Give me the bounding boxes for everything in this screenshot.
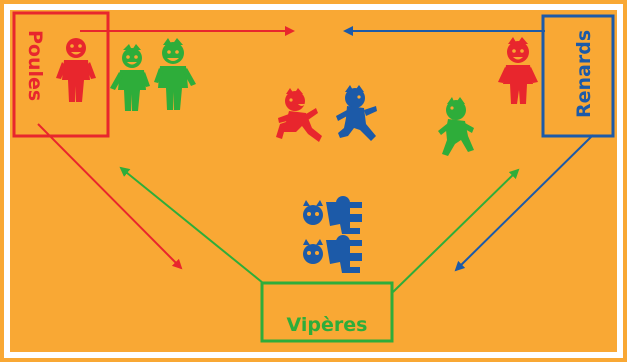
poules-label: Poules [24, 30, 46, 101]
viperes-label: Vipères [287, 314, 368, 336]
renards-label: Renards [573, 30, 595, 118]
